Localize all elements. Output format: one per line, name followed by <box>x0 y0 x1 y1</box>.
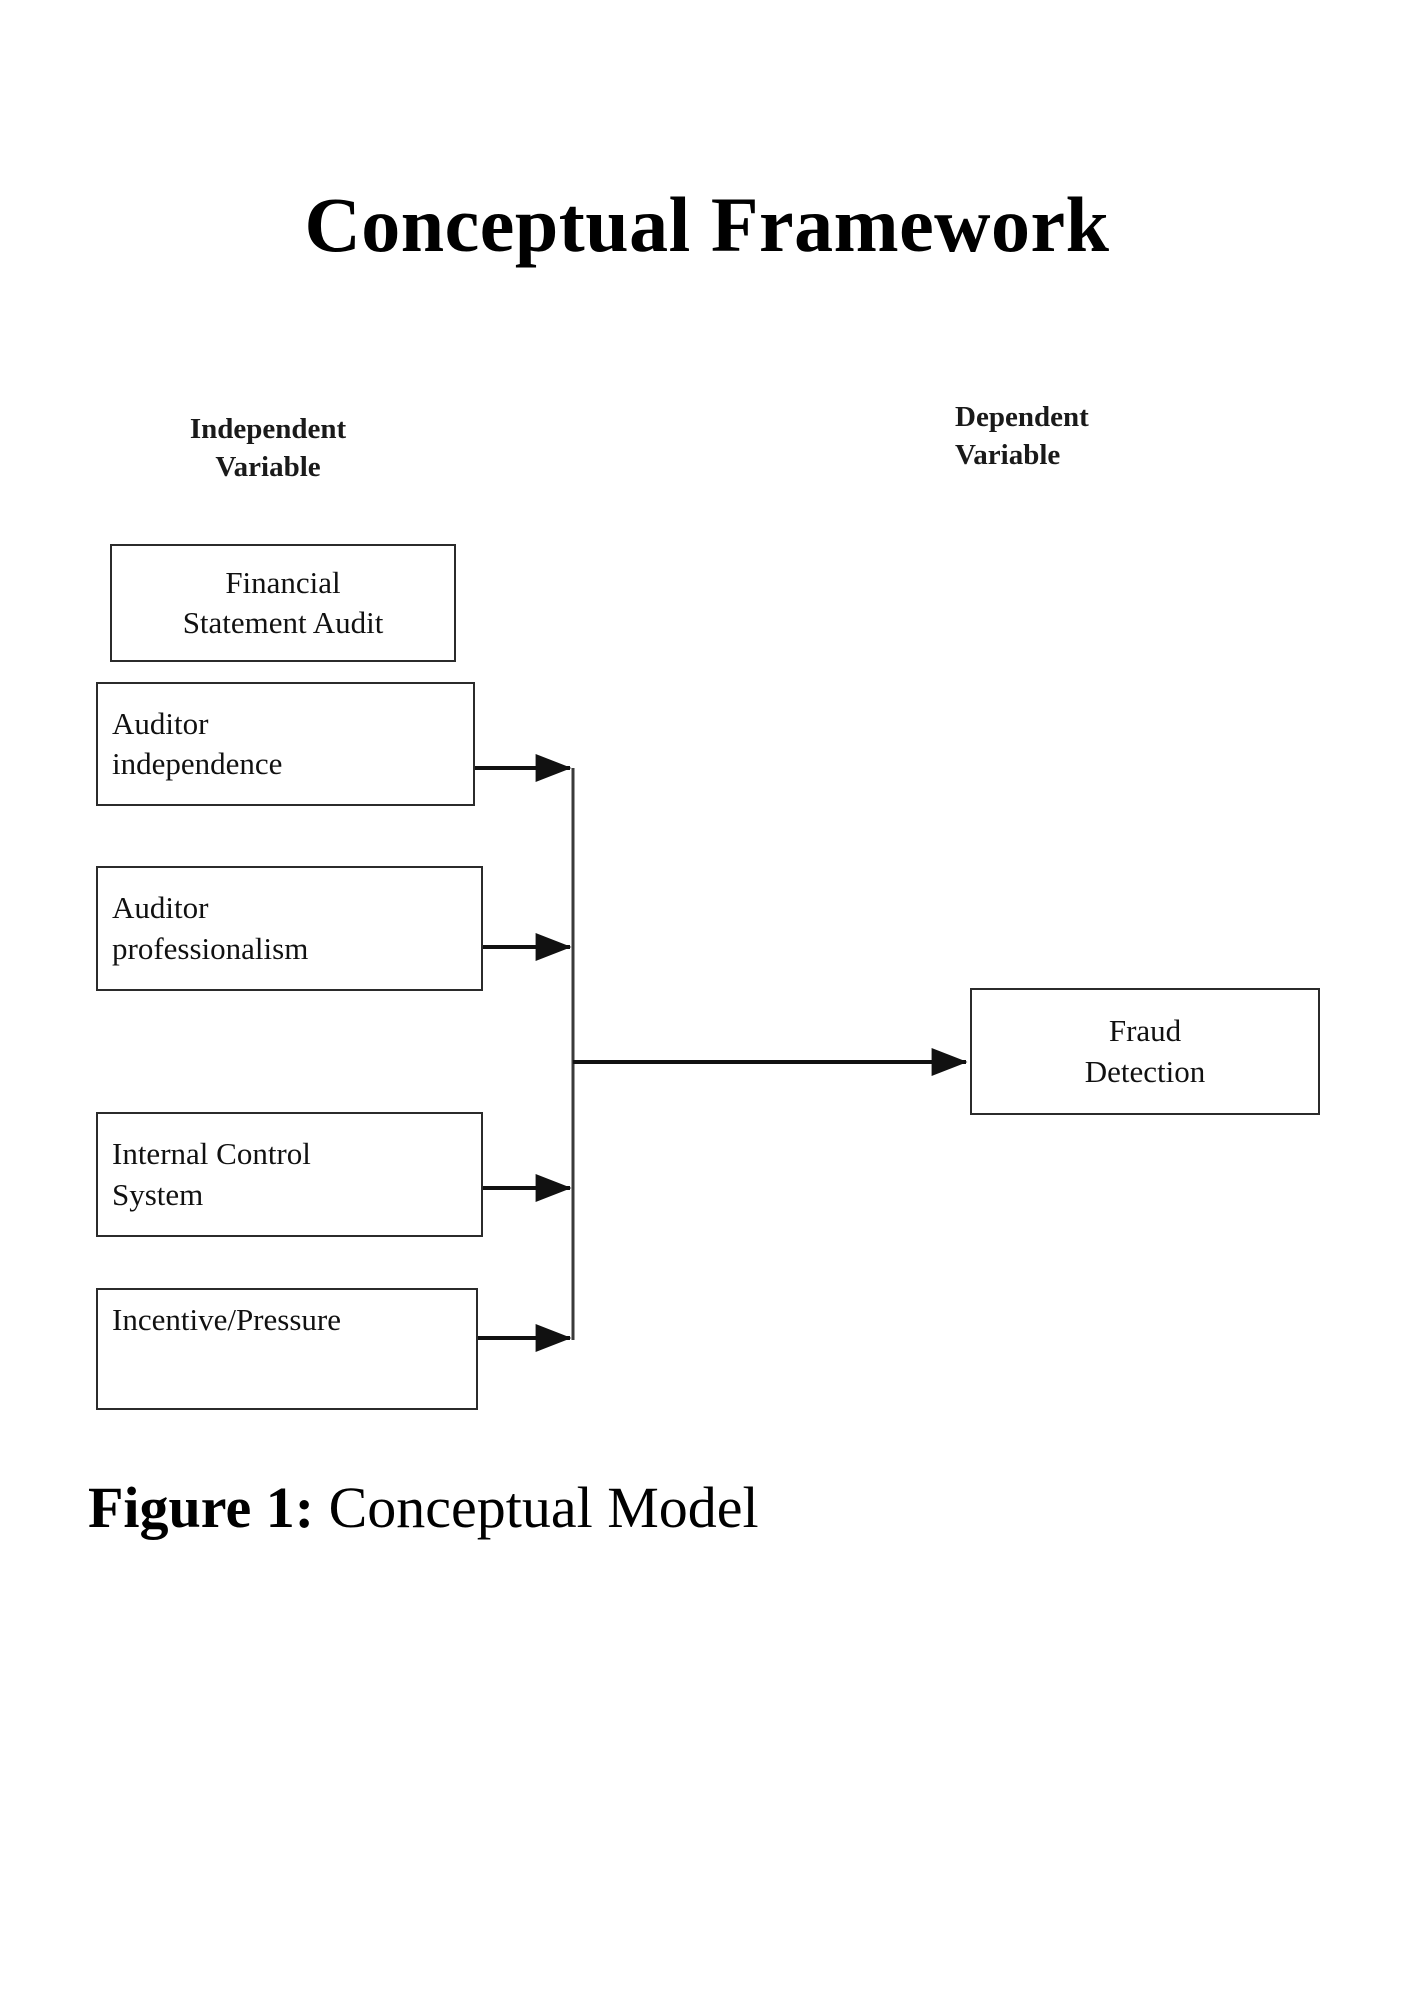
page-title: Conceptual Framework <box>304 181 1110 269</box>
column-heading-dependent-line1: Dependent <box>955 401 1089 433</box>
figure-caption: Figure 1: Conceptual Model <box>88 1476 759 1540</box>
figure-caption-text: Conceptual Model <box>314 1475 759 1540</box>
column-heading-independent-line1: Independent <box>189 413 347 445</box>
column-heading-dependent-line2: Variable <box>955 439 1061 472</box>
figure-caption-label: Figure 1: <box>88 1475 315 1540</box>
column-heading-independent-line2: Variable <box>215 451 321 484</box>
node-label-incentive-pressure: Incentive/Pressure <box>112 1302 341 1337</box>
column-heading-independent: Independent Variable <box>123 410 413 487</box>
node-incentive-pressure: Incentive/Pressure <box>96 1288 478 1410</box>
column-heading-dependent: Dependent Variable <box>955 398 1255 475</box>
